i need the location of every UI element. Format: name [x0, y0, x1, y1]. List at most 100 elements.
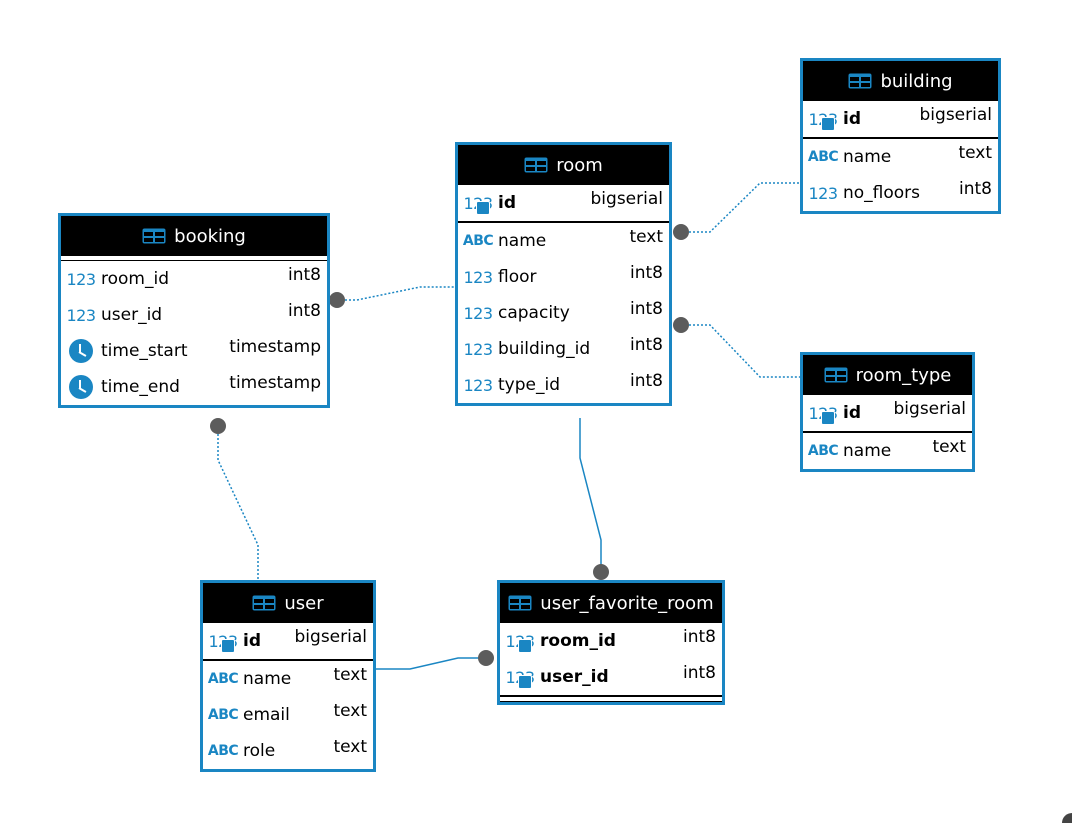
column-name: capacity	[498, 303, 570, 323]
column-name: type_id	[498, 375, 560, 395]
entity-header[interactable]: user_favorite_room	[500, 583, 722, 623]
column-name: room_id	[101, 269, 169, 289]
column-type: int8	[959, 179, 992, 199]
table-icon	[142, 228, 166, 244]
column-type: int8	[288, 301, 321, 321]
column-type: int8	[630, 299, 663, 319]
pk-column-row[interactable]: 123id bigserial	[203, 623, 373, 659]
column-name: building_id	[498, 339, 591, 359]
primary-key-icon: 123	[807, 404, 839, 425]
section-divider	[500, 697, 722, 702]
edge-end-dot	[210, 418, 226, 434]
window-corner	[1062, 813, 1072, 823]
entity-header[interactable]: user	[203, 583, 373, 623]
column-type: bigserial	[919, 105, 992, 125]
column-name: user_id	[540, 667, 609, 687]
entity-title: room	[556, 154, 603, 176]
column-name: id	[843, 403, 861, 423]
pk-column-row[interactable]: 123idbigserial	[803, 101, 998, 137]
pk-column-row[interactable]: 123idbigserial	[458, 185, 669, 221]
column-type: text	[333, 701, 367, 721]
number-type-icon: 123	[463, 339, 493, 359]
column-type: text	[629, 227, 663, 247]
column-type: int8	[630, 371, 663, 391]
primary-key-section: 123id bigserial	[203, 623, 373, 661]
edge-end-dot	[673, 317, 689, 333]
column-name: email	[243, 705, 290, 725]
primary-key-section: 123idbigserial	[458, 185, 669, 223]
lock-icon	[821, 410, 835, 425]
entity-user[interactable]: user123idbigserialABCnametextABCemailtex…	[200, 580, 376, 772]
primary-key-icon: 123	[207, 632, 239, 653]
entity-building[interactable]: building123idbigserialABCnametext123no_f…	[800, 58, 1001, 214]
column-type: text	[333, 665, 367, 685]
entity-room[interactable]: room123idbigserialABCnametext123floorint…	[455, 142, 672, 406]
column-type: int8	[683, 627, 716, 647]
column-type: text	[932, 437, 966, 457]
section-divider	[61, 256, 327, 261]
edge-end-dot	[329, 292, 345, 308]
entity-title: room_type	[855, 364, 952, 386]
column-type: text	[958, 143, 992, 163]
edge-room-room-type	[681, 324, 800, 378]
table-icon	[524, 157, 548, 173]
column-name: name	[498, 231, 547, 251]
column-type: timestamp	[229, 373, 321, 393]
edge-booking-room	[337, 286, 457, 301]
number-type-icon: 123	[463, 267, 493, 287]
text-type-icon: ABC	[807, 149, 839, 165]
column-name: no_floors	[843, 183, 921, 203]
entity-header[interactable]: room	[458, 145, 669, 185]
pk-column-row[interactable]: 123idbigserial	[803, 395, 972, 431]
clock-icon	[69, 339, 93, 363]
column-type: int8	[630, 335, 663, 355]
column-name: name	[243, 669, 292, 689]
column-name: id	[243, 631, 261, 651]
column-name: floor	[498, 267, 537, 287]
column-type: int8	[683, 663, 716, 683]
entity-user-favorite-room[interactable]: user_favorite_room123room_idint8123user_…	[497, 580, 725, 705]
column-type: bigserial	[294, 627, 367, 647]
column-type: text	[333, 737, 367, 757]
lock-icon	[221, 638, 235, 653]
text-type-icon: ABC	[207, 707, 239, 723]
edge-end-dot	[593, 564, 609, 580]
column-name: role	[243, 741, 276, 761]
clock-icon	[69, 375, 93, 399]
primary-key-section: 123idbigserial	[803, 101, 998, 139]
number-type-icon: 123	[463, 303, 493, 323]
edge-room-building	[681, 182, 800, 233]
number-type-icon: 123	[66, 305, 96, 325]
column-name: time_start	[101, 341, 188, 361]
number-type-icon: 123	[463, 375, 493, 395]
entity-title: user	[284, 592, 324, 614]
entity-header[interactable]: building	[803, 61, 998, 101]
entity-room-type[interactable]: room_type 123idbigserialABCnametext	[800, 352, 975, 472]
entity-header[interactable]: room_type	[803, 355, 972, 395]
entity-header[interactable]: booking	[61, 216, 327, 256]
